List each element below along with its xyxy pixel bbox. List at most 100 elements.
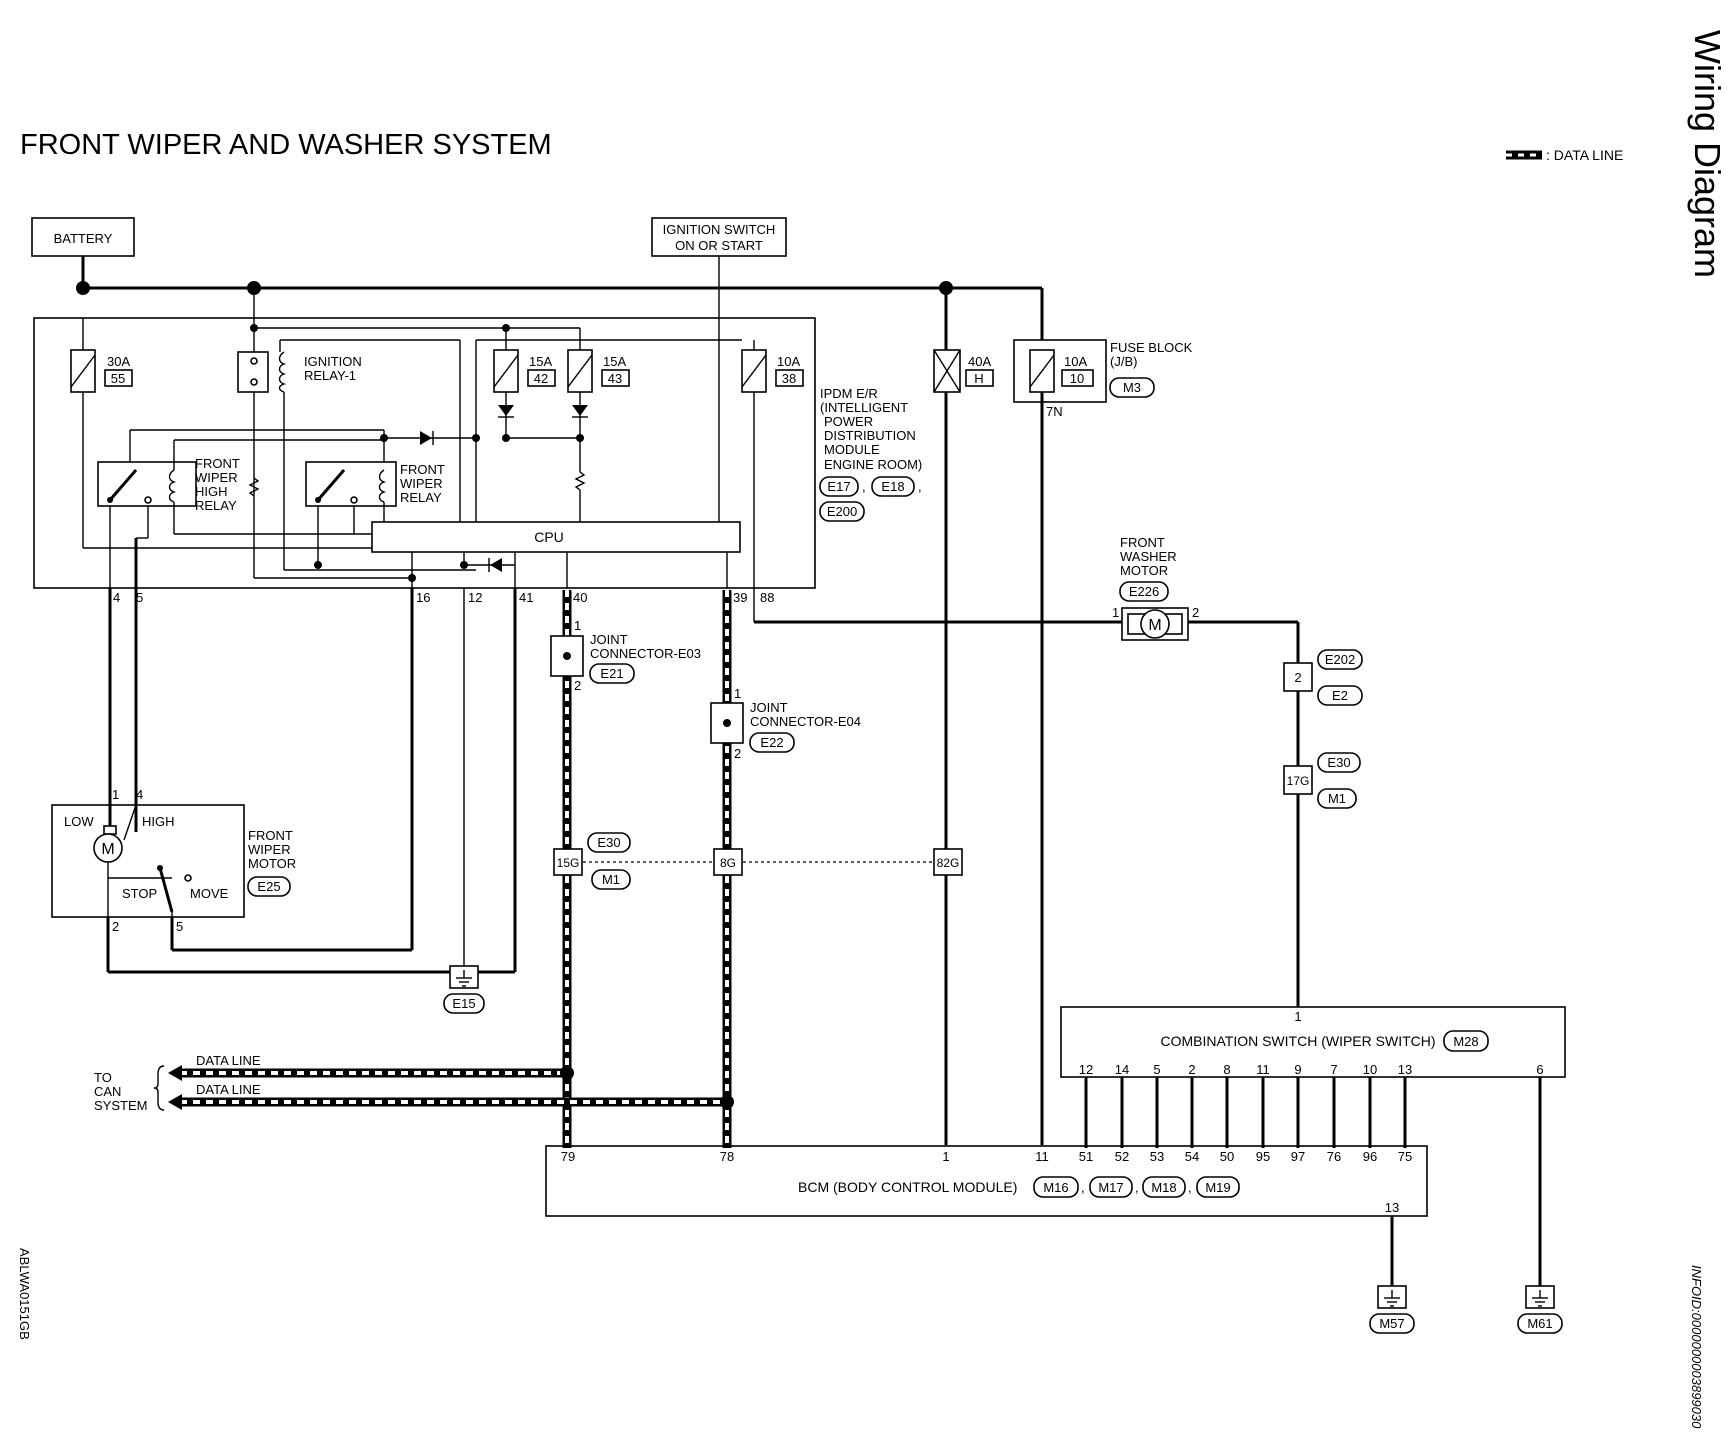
svg-text:53: 53 xyxy=(1150,1149,1164,1164)
svg-text:96: 96 xyxy=(1363,1149,1377,1164)
svg-text:M28: M28 xyxy=(1453,1034,1478,1049)
svg-text:78: 78 xyxy=(720,1149,734,1164)
svg-text:E18: E18 xyxy=(881,479,904,494)
ignition-switch-box xyxy=(651,217,787,257)
svg-text:5: 5 xyxy=(1153,1062,1160,1077)
svg-text:2: 2 xyxy=(734,746,741,761)
svg-text:M57: M57 xyxy=(1379,1316,1404,1331)
wiper-motor-pin-4: 4 xyxy=(136,787,143,802)
svg-text:E202: E202 xyxy=(1325,652,1355,667)
svg-text:WIPER: WIPER xyxy=(400,476,443,491)
svg-text:,: , xyxy=(1188,1180,1192,1195)
fuse-10a-38: 10A 38 xyxy=(741,349,804,393)
svg-text:,: , xyxy=(1081,1180,1085,1195)
svg-text:76: 76 xyxy=(1327,1149,1341,1164)
wiper-motor-bottom-pins: 2 5 xyxy=(106,917,183,972)
fuse-40a-h: 40A H xyxy=(933,288,994,1145)
svg-text:(INTELLIGENT: (INTELLIGENT xyxy=(820,400,908,415)
svg-text:WASHER: WASHER xyxy=(1120,549,1177,564)
svg-text:E226: E226 xyxy=(1129,584,1159,599)
svg-text:14: 14 xyxy=(1115,1062,1129,1077)
svg-text:M1: M1 xyxy=(1328,791,1346,806)
svg-text:79: 79 xyxy=(561,1149,575,1164)
svg-text:JOINT: JOINT xyxy=(750,700,788,715)
svg-text:FRONT: FRONT xyxy=(1120,535,1165,550)
svg-text:RELAY-1: RELAY-1 xyxy=(304,368,356,383)
svg-text:CONNECTOR-E04: CONNECTOR-E04 xyxy=(750,714,861,729)
svg-text:POWER: POWER xyxy=(824,414,873,429)
svg-text:MODULE: MODULE xyxy=(824,442,880,457)
svg-text:1: 1 xyxy=(574,618,581,633)
svg-text:,: , xyxy=(862,479,866,494)
switch-bcm-wires xyxy=(1084,1077,1542,1286)
ignition-switch-label-2: ON OR START xyxy=(675,238,763,253)
svg-text:E25: E25 xyxy=(257,879,280,894)
svg-text:52: 52 xyxy=(1115,1149,1129,1164)
svg-text:11: 11 xyxy=(1256,1062,1270,1077)
svg-text:12: 12 xyxy=(1079,1062,1093,1077)
fuse-15a-43: 15A 43 xyxy=(567,349,630,393)
svg-text:7: 7 xyxy=(1330,1062,1337,1077)
svg-text:FRONT: FRONT xyxy=(400,462,445,477)
fuse-30a-55: 30A 55 xyxy=(70,318,133,393)
fuse-diodes xyxy=(380,392,588,522)
svg-text:M1: M1 xyxy=(602,872,620,887)
svg-text:97: 97 xyxy=(1291,1149,1305,1164)
cpu-label: CPU xyxy=(534,529,564,545)
svg-text:CONNECTOR-E03: CONNECTOR-E03 xyxy=(590,646,701,661)
svg-text:E15: E15 xyxy=(452,996,475,1011)
svg-text:13: 13 xyxy=(1385,1200,1399,1215)
wiper-motor-label: FRONT WIPER MOTOR E25 xyxy=(247,828,296,897)
svg-text:MOVE: MOVE xyxy=(190,886,229,901)
svg-text:10A: 10A xyxy=(1064,354,1087,369)
svg-text:5: 5 xyxy=(176,919,183,934)
svg-text:RELAY: RELAY xyxy=(195,498,237,513)
ipdm-pins: 4 5 16 12 41 40 39 88 xyxy=(113,590,774,605)
svg-text:40A: 40A xyxy=(968,354,991,369)
svg-text:13: 13 xyxy=(1398,1062,1412,1077)
svg-text:54: 54 xyxy=(1185,1149,1199,1164)
wiper-motor-box xyxy=(51,804,245,918)
figure-code: ABLWA0151GB xyxy=(17,1248,32,1340)
svg-text:4: 4 xyxy=(113,590,120,605)
ignition-switch-label-1: IGNITION SWITCH xyxy=(663,222,776,237)
svg-text:WIPER: WIPER xyxy=(195,470,238,485)
svg-text:FRONT: FRONT xyxy=(248,828,293,843)
svg-text:82G: 82G xyxy=(937,856,960,870)
svg-text:16: 16 xyxy=(416,590,430,605)
svg-text:E22: E22 xyxy=(760,735,783,750)
svg-text:M3: M3 xyxy=(1123,380,1141,395)
front-wiper-high-relay: FRONT WIPER HIGH RELAY xyxy=(97,429,384,588)
svg-text:88: 88 xyxy=(760,590,774,605)
svg-text:15A: 15A xyxy=(603,354,626,369)
joint-connector-e03: 1 2 JOINT CONNECTOR-E03 E21 xyxy=(550,618,701,693)
section-header: Wiring Diagram xyxy=(1687,30,1728,278)
svg-text:DATA LINE: DATA LINE xyxy=(196,1053,261,1068)
svg-text:2: 2 xyxy=(1294,670,1301,685)
svg-text:IPDM E/R: IPDM E/R xyxy=(820,386,878,401)
svg-text:15G: 15G xyxy=(557,856,580,870)
svg-text:,: , xyxy=(918,479,922,494)
svg-text:8: 8 xyxy=(1223,1062,1230,1077)
svg-text:17G: 17G xyxy=(1287,774,1310,788)
svg-text:2: 2 xyxy=(112,919,119,934)
svg-text:ENGINE ROOM): ENGINE ROOM) xyxy=(824,457,922,472)
svg-text:HIGH: HIGH xyxy=(142,814,175,829)
svg-text:7N: 7N xyxy=(1046,404,1063,419)
svg-text:CAN: CAN xyxy=(94,1084,121,1099)
svg-text:M61: M61 xyxy=(1527,1316,1552,1331)
svg-text:M: M xyxy=(1148,617,1161,634)
svg-text:50: 50 xyxy=(1220,1149,1234,1164)
svg-text:E17: E17 xyxy=(827,479,850,494)
can-system-label: TO CAN SYSTEM DATA LINE DATA LINE xyxy=(94,1053,261,1113)
svg-text:H: H xyxy=(974,371,983,386)
svg-text:LOW: LOW xyxy=(64,814,94,829)
svg-text:MOTOR: MOTOR xyxy=(1120,563,1168,578)
svg-text:10: 10 xyxy=(1070,371,1084,386)
ground-e15: E15 xyxy=(443,965,485,1014)
joint-connector-e04: 1 2 JOINT CONNECTOR-E04 E22 xyxy=(710,686,861,761)
info-id: INFOID:0000000003899030 xyxy=(1689,1265,1704,1429)
svg-text:E21: E21 xyxy=(600,666,623,681)
ipdm-box xyxy=(33,317,816,589)
